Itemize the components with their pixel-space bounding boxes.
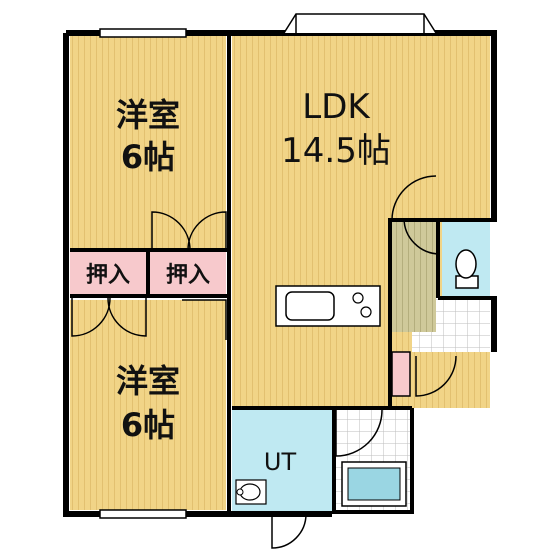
interior-walls xyxy=(70,36,494,514)
stair-area xyxy=(392,222,436,332)
doors xyxy=(71,175,457,549)
wash-basin-icon xyxy=(235,479,267,505)
closet-right-floor xyxy=(150,252,226,294)
outer-walls xyxy=(63,30,497,517)
western-room-bottom-floor xyxy=(70,300,226,510)
western-room-top-floor xyxy=(70,36,226,250)
bathtub-icon xyxy=(341,461,407,507)
closet-left-label: 押入 xyxy=(86,262,130,288)
utility-label: UT xyxy=(264,448,297,476)
western-room-top-name: 洋室 xyxy=(116,96,180,134)
closet-right-label: 押入 xyxy=(166,262,210,288)
western-room-bottom-name: 洋室 xyxy=(116,362,180,400)
windows xyxy=(99,13,437,519)
toilet-icon xyxy=(455,249,479,289)
shoe-cabinet xyxy=(391,351,411,397)
western-room-bottom-size: 6帖 xyxy=(121,406,175,444)
kitchen-counter xyxy=(275,285,381,327)
closet-left-floor xyxy=(70,252,146,294)
ldk-name: LDK xyxy=(302,87,371,127)
ldk-size: 14.5帖 xyxy=(281,131,391,171)
western-room-top-size: 6帖 xyxy=(121,138,175,176)
